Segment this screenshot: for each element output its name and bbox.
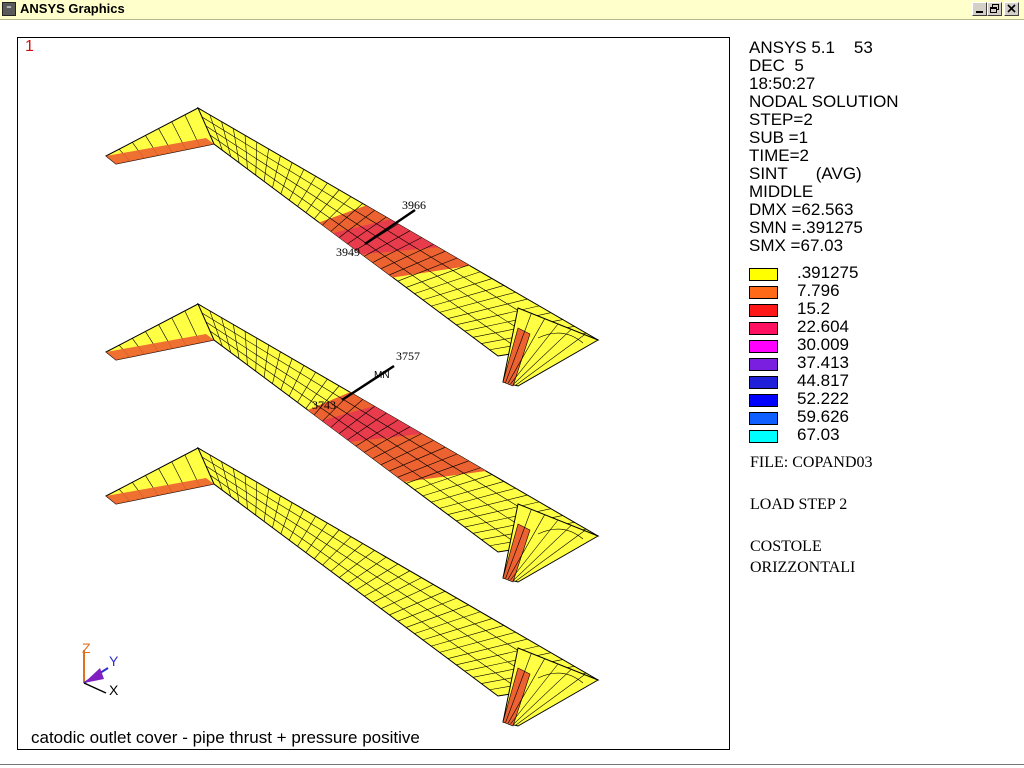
- description-line-1: COSTOLE: [750, 538, 822, 555]
- description-line-2: ORIZZONTALI: [750, 559, 856, 576]
- close-icon: [1007, 4, 1016, 13]
- info-line-time: 18:50:27: [749, 74, 816, 93]
- node-label-3966: 3966: [402, 198, 426, 212]
- legend-value: 59.626: [797, 407, 849, 426]
- axis-triad: Z Y X: [82, 640, 119, 698]
- legend-swatch: [749, 412, 778, 425]
- fe-model-plot: 3966 3949 3757 3743 MN Z Y X: [82, 106, 600, 727]
- load-step-label: LOAD STEP 2: [750, 496, 848, 513]
- window-title: ANSYS Graphics: [20, 1, 125, 16]
- file-label: FILE: COPAND03: [750, 454, 873, 471]
- node-label-3949: 3949: [336, 245, 360, 259]
- legend-value: 22.604: [797, 317, 849, 336]
- min-marker-label: MN: [374, 370, 390, 381]
- legend-swatch: [749, 286, 778, 299]
- legend-row: 22.604: [749, 318, 949, 336]
- app-menu-icon[interactable]: ═: [2, 2, 16, 16]
- legend-row: 30.009: [749, 336, 949, 354]
- info-line-smn: SMN =.391275: [749, 218, 863, 237]
- restore-icon: [990, 4, 999, 13]
- legend-value: 30.009: [797, 335, 849, 354]
- legend-value: .391275: [797, 263, 859, 282]
- triad-x-label: X: [109, 682, 119, 698]
- legend-row: .391275: [749, 264, 949, 282]
- legend-value: 15.2: [797, 299, 831, 318]
- contour-legend: .391275 7.796 15.2 22.604 30.009 37.413 …: [749, 264, 949, 444]
- plot-subtitle: catodic outlet cover - pipe thrust + pre…: [31, 728, 420, 747]
- legend-swatch: [749, 430, 778, 443]
- legend-row: 7.796: [749, 282, 949, 300]
- close-button[interactable]: [1004, 2, 1019, 16]
- legend-swatch: [749, 304, 778, 317]
- window-number: 1: [25, 38, 34, 55]
- info-line-sub: SUB =1: [749, 128, 809, 147]
- legend-row: 37.413: [749, 354, 949, 372]
- info-line-solution-type: NODAL SOLUTION: [749, 92, 899, 111]
- info-line-date: DEC 5: [749, 56, 804, 75]
- legend-value: 37.413: [797, 353, 849, 372]
- info-line-item: SINT (AVG): [749, 164, 862, 183]
- rib-mesh: [105, 302, 600, 583]
- mid-section-line: 3757 3743 MN: [312, 349, 420, 412]
- legend-swatch: [749, 340, 778, 353]
- info-line-smx: SMX =67.03: [749, 236, 844, 255]
- top-section-line: 3966 3949: [336, 198, 426, 259]
- rib-mesh: [105, 446, 600, 727]
- info-line-dmx: DMX =62.563: [749, 200, 854, 219]
- legend-value: 52.222: [797, 389, 849, 408]
- legend-swatch: [749, 394, 778, 407]
- restore-button[interactable]: [987, 2, 1002, 16]
- legend-row: 59.626: [749, 408, 949, 426]
- legend-row: 15.2: [749, 300, 949, 318]
- node-label-3743: 3743: [312, 398, 336, 412]
- minimize-button[interactable]: [972, 2, 987, 16]
- info-line-sim-time: TIME=2: [749, 146, 809, 165]
- model-mesh-layer: [105, 106, 600, 727]
- legend-swatch: [749, 322, 778, 335]
- info-line-layer: MIDDLE: [749, 182, 814, 201]
- legend-swatch: [749, 358, 778, 371]
- node-label-3757: 3757: [396, 349, 420, 363]
- window-bottom-border: [0, 764, 1024, 765]
- legend-value: 67.03: [797, 425, 840, 444]
- triad-z-label: Z: [82, 640, 91, 656]
- legend-row: 52.222: [749, 390, 949, 408]
- minimize-icon: [976, 11, 983, 13]
- legend-row: 67.03: [749, 426, 949, 444]
- legend-value: 7.796: [797, 281, 840, 300]
- info-line-step: STEP=2: [749, 110, 813, 129]
- legend-value: 44.817: [797, 371, 849, 390]
- legend-swatch: [749, 268, 778, 281]
- title-bar[interactable]: ═ ANSYS Graphics: [0, 0, 1024, 20]
- graphics-viewport[interactable]: 3966 3949 3757 3743 MN Z Y X 1 catodic o…: [17, 37, 730, 750]
- legend-swatch: [749, 376, 778, 389]
- legend-row: 44.817: [749, 372, 949, 390]
- info-line-version: ANSYS 5.1 53: [749, 38, 873, 57]
- triad-y-label: Y: [109, 653, 119, 669]
- solution-info-panel: ANSYS 5.1 53 DEC 5 18:50:27 NODAL SOLUTI…: [749, 39, 1019, 255]
- rib-mesh: [105, 106, 600, 387]
